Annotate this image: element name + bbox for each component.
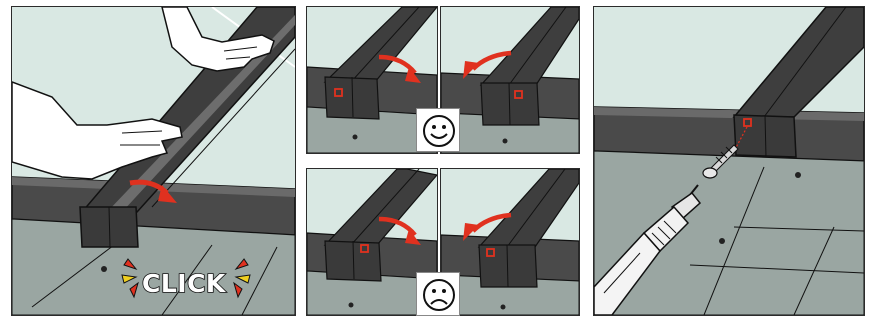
panel-wrong-right — [440, 168, 580, 316]
panel-correct-right — [440, 6, 580, 154]
panel-drill-screw — [593, 6, 865, 316]
panel-correct-right-illustration — [441, 7, 579, 153]
panel-wrong-right-illustration — [441, 169, 579, 315]
smiley-happy-icon — [416, 108, 460, 152]
click-label: CLICK — [142, 269, 226, 298]
panel-drill-illustration — [594, 7, 864, 315]
smiley-sad-icon — [416, 272, 460, 316]
panel-press-click: CLICK — [11, 6, 296, 316]
